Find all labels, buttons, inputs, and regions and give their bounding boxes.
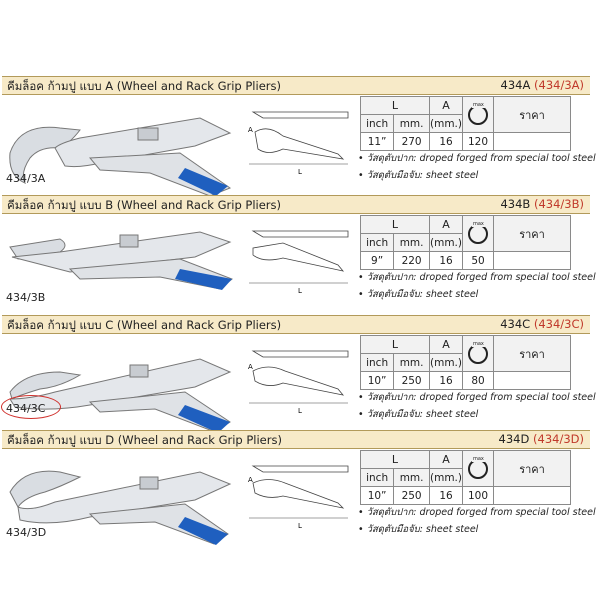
- ring-icon: max: [468, 220, 488, 244]
- product-section-a: คีมล็อค ก้ามปู แบบ A (Wheel and Rack Gri…: [0, 76, 600, 216]
- dimension-diagram: A L: [248, 465, 349, 530]
- pliers-image: [9, 231, 233, 290]
- svg-text:L: L: [298, 522, 302, 530]
- svg-text:A: A: [248, 363, 253, 371]
- section-title: คีมล็อค ก้ามปู แบบ C (Wheel and Rack Gri…: [7, 318, 282, 332]
- section-title: คีมล็อค ก้ามปู แบบ B (Wheel and Rack Gri…: [7, 198, 282, 212]
- section-header: คีมล็อค ก้ามปู แบบ B (Wheel and Rack Gri…: [2, 195, 590, 214]
- product-section-c: คีมล็อค ก้ามปู แบบ C (Wheel and Rack Gri…: [0, 315, 600, 455]
- product-section-d: คีมล็อค ก้ามปู แบบ D (Wheel and Rack Gri…: [0, 430, 600, 570]
- section-title: คีมล็อค ก้ามปู แบบ D (Wheel and Rack Gri…: [7, 433, 282, 447]
- material-notes: วัสดุตับปาก: droped forged from special …: [358, 389, 596, 423]
- svg-text:A: A: [248, 126, 253, 134]
- dimension-diagram: A L: [248, 111, 349, 176]
- dimension-diagram: L: [249, 230, 349, 295]
- svg-text:L: L: [298, 407, 302, 415]
- pliers-image: [9, 470, 232, 545]
- pliers-image: [9, 117, 232, 197]
- product-code: 434D (434/3D): [498, 432, 584, 446]
- svg-text:L: L: [298, 168, 302, 176]
- model-highlight-circle: [1, 395, 61, 419]
- svg-text:A: A: [248, 476, 253, 484]
- ring-icon: max: [468, 101, 488, 125]
- product-code: 434C (434/3C): [500, 317, 584, 331]
- model-number: 434/3D: [6, 526, 47, 539]
- material-notes: วัสดุตับปาก: droped forged from special …: [358, 150, 596, 184]
- svg-text:L: L: [298, 287, 302, 295]
- model-number: 434/3B: [6, 291, 46, 304]
- section-header: คีมล็อค ก้ามปู แบบ D (Wheel and Rack Gri…: [2, 430, 590, 449]
- section-header: คีมล็อค ก้ามปู แบบ C (Wheel and Rack Gri…: [2, 315, 590, 334]
- dimension-diagram: A L: [248, 350, 349, 415]
- material-notes: วัสดุตับปาก: droped forged from special …: [358, 504, 596, 538]
- ring-icon: max: [468, 455, 488, 479]
- section-header: คีมล็อค ก้ามปู แบบ A (Wheel and Rack Gri…: [2, 76, 590, 95]
- product-code: 434B (434/3B): [500, 197, 584, 211]
- product-section-b: คีมล็อค ก้ามปู แบบ B (Wheel and Rack Gri…: [0, 195, 600, 335]
- model-number: 434/3A: [6, 172, 46, 185]
- material-notes: วัสดุตับปาก: droped forged from special …: [358, 269, 596, 303]
- product-code: 434A (434/3A): [500, 78, 584, 92]
- ring-icon: max: [468, 340, 488, 364]
- pliers-image: [9, 358, 232, 433]
- section-title: คีมล็อค ก้ามปู แบบ A (Wheel and Rack Gri…: [7, 79, 281, 93]
